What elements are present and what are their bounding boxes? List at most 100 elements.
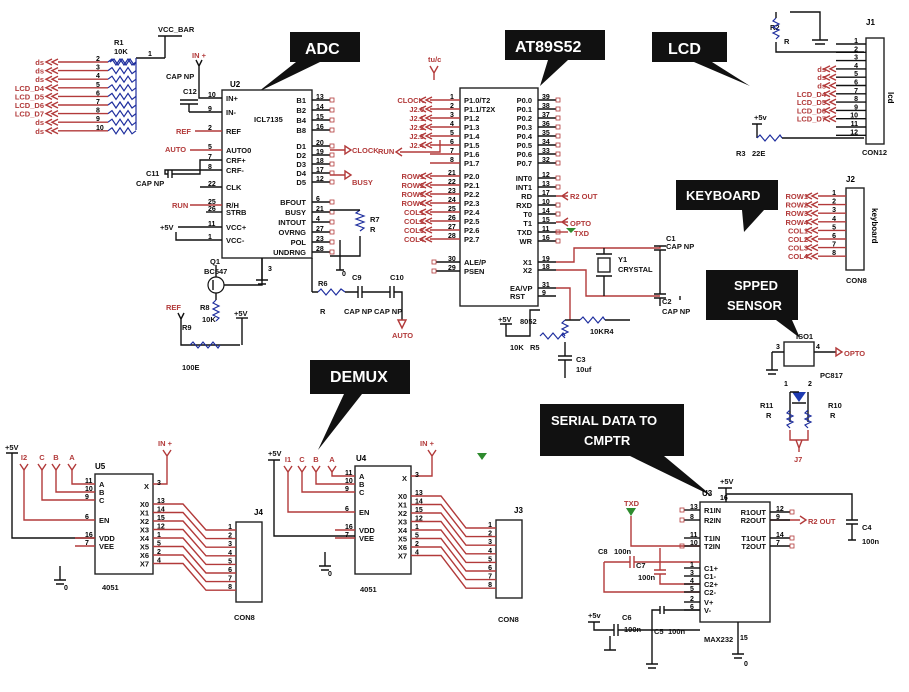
- adc-rpin-name-10: BUSY: [285, 208, 306, 217]
- kb-pin-3: 4: [832, 216, 836, 223]
- demux_right-opin-name-1: X1: [398, 501, 407, 510]
- adc-lpin-num-4: 7: [208, 154, 212, 161]
- c9-value: CAP NP: [344, 307, 372, 316]
- demux_right-opin-name-5: X5: [398, 535, 407, 544]
- lcd-pin-3: 4: [854, 63, 858, 70]
- adc-rpin-num-11: 4: [316, 216, 320, 223]
- demux_right-jpin-1: 2: [488, 531, 492, 538]
- r2-value: R: [784, 37, 790, 46]
- demux_left-opin-name-6: X6: [140, 551, 149, 560]
- adc-lpin-num-1: 9: [208, 106, 212, 113]
- demux_left-sel-label-3: A: [69, 453, 75, 462]
- c4-value: 100n: [862, 537, 880, 546]
- r4-ref: R4: [604, 327, 614, 336]
- u2-chip: [221, 89, 313, 259]
- p2-num-3: 24: [448, 197, 456, 204]
- adc-rpin-num-2: 15: [316, 114, 324, 121]
- c8-ref: C8: [598, 547, 608, 556]
- callout-demux: DEMUX: [310, 360, 410, 450]
- serial-vcc2: +5v: [588, 611, 602, 620]
- p0-name-5: P0.5: [517, 141, 532, 150]
- r1-net-3: LCD_D4: [15, 84, 45, 93]
- p0-name-1: P0.1: [517, 105, 532, 114]
- r1-net-7: ds: [35, 118, 44, 127]
- u3-lpin-num-3: 10: [690, 540, 698, 547]
- u3-gnd: 0: [744, 661, 748, 668]
- r6-ref: R6: [318, 279, 328, 288]
- p1-name-5: P1.5: [464, 141, 479, 150]
- p2-net-3: ROW4: [402, 199, 425, 208]
- demux_right-opin-name-2: X2: [398, 509, 407, 518]
- mcu-vcc: +5V: [498, 315, 512, 324]
- kb-pin-1: 2: [832, 199, 836, 206]
- u5-vcc: +5V: [5, 443, 19, 452]
- lcd-arrow-5: [822, 81, 837, 90]
- iso1-pin4: 4: [816, 344, 820, 351]
- u3-lpin-name-0: R1IN: [704, 506, 721, 515]
- demux_left-opin-num-5: 5: [157, 541, 161, 548]
- p2-arrow-6: [418, 226, 433, 234]
- mcu-opto-net: OPTO: [570, 219, 591, 228]
- p3-num-0: 12: [542, 172, 550, 179]
- ctrl-name-0: ALE/P: [464, 258, 486, 267]
- lcd-pin-5: 6: [854, 80, 858, 87]
- j1-connector: [865, 37, 885, 145]
- demux_right-opin-name-0: X0: [398, 492, 407, 501]
- callout-speed-label-2: SENSOR: [727, 298, 783, 313]
- r1-vcc-label: VCC_BAR: [158, 25, 195, 34]
- adc-lpin-name-9: VCC+: [226, 223, 247, 232]
- demux_right-opin-num-1: 14: [415, 499, 423, 506]
- p1-net-5: J2.4: [409, 141, 424, 150]
- p0-num-7: 32: [542, 157, 550, 164]
- r3-value: 22E: [752, 149, 765, 158]
- kb-arrow-4: [804, 226, 819, 235]
- r1-net-0: ds: [35, 58, 44, 67]
- adc-auto-bottom: AUTO: [392, 331, 413, 340]
- p3-name-6: TXD: [517, 228, 533, 237]
- kb-arrow-1: [804, 200, 819, 209]
- demux_left-jpin-4: 5: [228, 558, 232, 565]
- demux_right-xpin-num: 3: [415, 472, 419, 479]
- adc-rpin-num-4: 20: [316, 140, 324, 147]
- r5-ref: R5: [530, 343, 540, 352]
- p2-arrow-1: [418, 181, 433, 189]
- adc-in-plus: IN +: [192, 51, 207, 60]
- u3-lpin-name-6: C2+: [704, 580, 719, 589]
- j1-side-label: lcd: [886, 92, 895, 104]
- p2-net-2: ROW3: [402, 190, 425, 199]
- lcd-arrow-7: [822, 98, 837, 106]
- callout-keyboard-label: KEYBOARD: [686, 188, 760, 203]
- callout-speed-label-1: SPPED: [734, 278, 778, 293]
- lcd-arrow-4: [822, 73, 837, 81]
- c5-value: 100n: [668, 627, 686, 636]
- u3-part: MAX232: [704, 635, 733, 644]
- r1-pin-8: 10: [96, 125, 104, 132]
- c10-ref: C10: [390, 273, 404, 282]
- demux_left-xpin-name: X: [144, 482, 149, 491]
- p1-name-4: P1.4: [464, 132, 480, 141]
- iso1-part: PC817: [820, 371, 843, 380]
- demux_left-opin-num-7: 4: [157, 558, 161, 565]
- adc-vcc-label: +5V: [160, 223, 174, 232]
- demux_left-lpin-name-4: VDD: [99, 534, 115, 543]
- p1-name-1: P1.1/T2X: [464, 105, 495, 114]
- adc-support: 3 CLOCK BUSY R7 R 0 Q1 BC547 REF R9 100E…: [166, 144, 413, 372]
- p2-name-6: P2.6: [464, 226, 479, 235]
- callout-serial-label-2: CMPTR: [584, 433, 631, 448]
- callout-adc-label: ADC: [305, 41, 340, 58]
- p1-net-2: J2.1: [409, 114, 424, 123]
- demux_left-opin-name-0: X0: [140, 500, 149, 509]
- adc-rpin-num-7: 17: [316, 167, 324, 174]
- demux_left-opin-num-6: 2: [157, 549, 161, 556]
- u3-lpin-num-4: 1: [690, 562, 694, 569]
- lcd-pin-1: 2: [854, 46, 858, 53]
- demux_right-jpin-2: 3: [488, 539, 492, 546]
- c7-ref: C7: [636, 561, 646, 570]
- c6-value: 100n: [624, 625, 642, 634]
- r9-ref: R9: [182, 323, 192, 332]
- adc-busy-net: BUSY: [352, 178, 373, 187]
- r1-pin-com: 1: [148, 51, 152, 58]
